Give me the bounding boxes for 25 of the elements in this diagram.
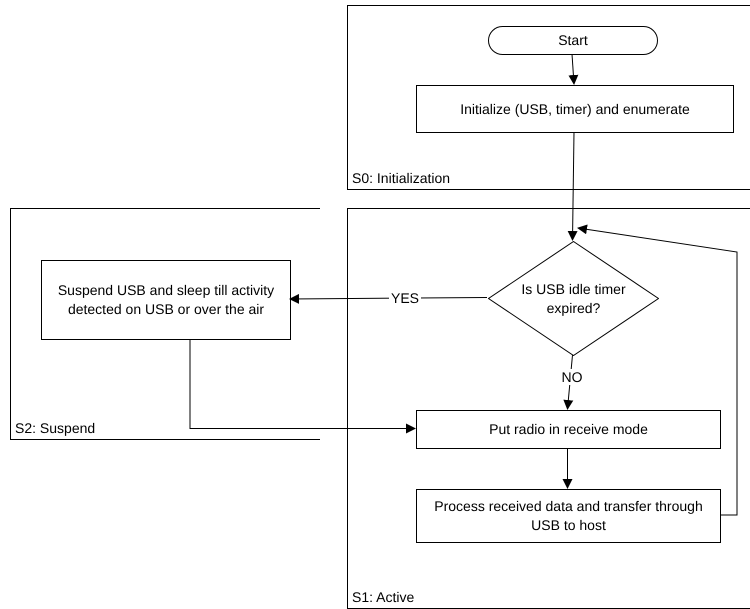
arrow xyxy=(577,224,738,516)
decision-diamond xyxy=(488,241,659,356)
process-box xyxy=(41,260,291,340)
process-box xyxy=(416,489,721,543)
node-text: Put radio in receive mode xyxy=(488,420,649,439)
node-text: Is USB idle timer expired? xyxy=(520,280,627,318)
state-label: S0: Initialization xyxy=(352,170,450,187)
node-text: Initialize (USB, timer) and enumerate xyxy=(459,100,691,118)
state-frame xyxy=(347,208,750,609)
state-label: S1: Active xyxy=(352,588,414,606)
terminal-shape xyxy=(488,26,658,55)
arrow xyxy=(568,132,578,241)
state-frame xyxy=(347,5,750,190)
arrow xyxy=(190,338,416,434)
arrow xyxy=(568,54,578,85)
state-label: S2: Suspend xyxy=(15,420,96,437)
node-text: Process received data and transfer through USB to host xyxy=(433,497,704,535)
edge-label: YES xyxy=(389,290,421,306)
edge-label: NO xyxy=(560,369,584,385)
state-frame xyxy=(10,208,320,440)
process-box xyxy=(416,410,721,449)
node-text: Start xyxy=(557,31,589,50)
node-text: Suspend USB and sleep till activity detected on USB or over the air xyxy=(56,281,276,319)
arrow xyxy=(562,448,572,489)
process-box xyxy=(416,85,734,133)
